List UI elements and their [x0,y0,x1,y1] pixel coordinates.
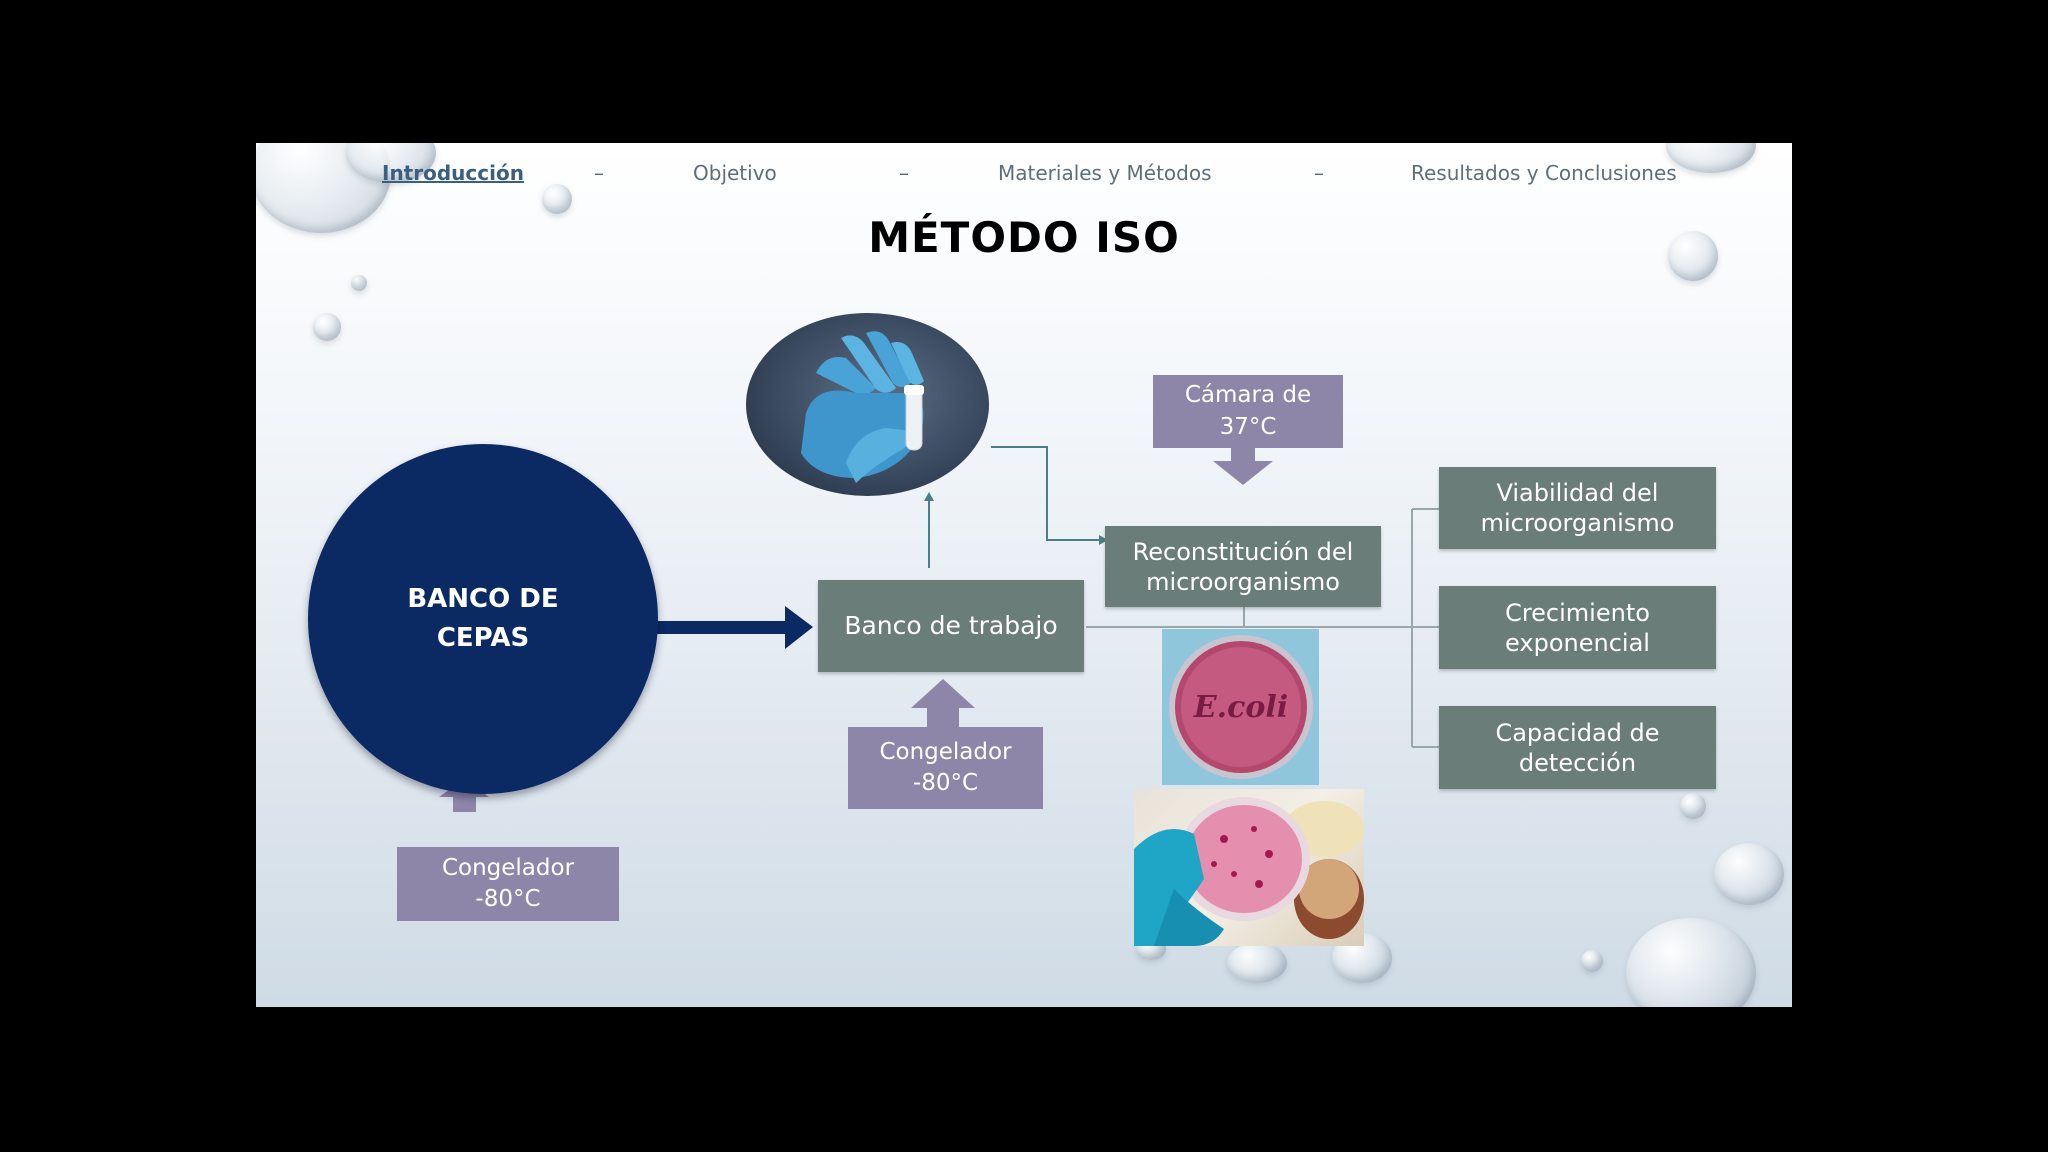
presentation-slide: Introducción – Objetivo – Materiales y M… [256,143,1792,1007]
water-drop-decoration [351,275,367,291]
water-drop-decoration [1227,943,1287,983]
nav-resultados-conclusiones[interactable]: Resultados y Conclusiones [1411,161,1677,185]
hand-petri-icon [1134,797,1364,946]
outcome-label-detection: Capacidad de detección [1495,718,1660,777]
nav-separator: – [899,161,909,185]
gloved-hand-petri-photo [1134,789,1364,946]
water-drop-decoration [1581,950,1603,972]
arrow-freezer-to-circle [439,779,489,812]
nav-separator: – [1314,161,1324,185]
strain-bank-label: BANCO DE CEPAS [407,584,559,653]
outcome-box-growth: Crecimiento exponencial [1439,586,1716,669]
water-drop-decoration [1626,918,1756,1007]
arrow-vial-to-reconstitution [991,446,1102,541]
nav-materiales-metodos[interactable]: Materiales y Métodos [998,161,1212,185]
slide-title: MÉTODO ISO [868,213,1180,262]
outcome-box-viability: Viabilidad del microorganismo [1439,467,1716,549]
outcome-label-viability: Viabilidad del microorganismo [1480,479,1675,537]
water-drop-decoration [1668,231,1718,281]
chamber-label: Cámara de 37°C [1184,382,1312,440]
gloved-hand-vial-photo [746,313,989,496]
ecoli-petri-dish-photo: E.coli [1162,629,1319,785]
nav-separator: – [594,161,604,185]
arrowhead-circle-to-workbench [785,606,813,649]
arrow-chamber-to-reconstitution [1213,448,1273,485]
arrowhead-vial-to-reconstitution [1099,535,1108,545]
gloved-hand-vial-icon [801,331,924,483]
freezer-box-middle: Congelador -80°C [848,727,1043,809]
diagram-connectors [439,446,1439,812]
nav-introduccion[interactable]: Introducción [382,161,524,185]
outcome-box-detection: Capacidad de detección [1439,706,1716,789]
water-drop-decoration [1714,843,1784,905]
petri-dish-icon: E.coli [1169,635,1313,779]
arrowhead-workbench-to-vial [924,492,934,501]
nav-objetivo[interactable]: Objetivo [693,161,777,185]
strain-bank-circle: BANCO DE CEPAS [308,444,658,794]
outcome-label-growth: Crecimiento exponencial [1505,598,1650,657]
freezer-box-left: Congelador -80°C [397,847,619,921]
water-drop-decoration [542,184,572,214]
reconstitution-box: Reconstitución del microorganismo [1105,526,1381,607]
reconstitution-label: Reconstitución del microorganismo [1132,537,1354,596]
freezer-label-left: Congelador -80°C [441,854,575,912]
work-bank-label: Banco de trabajo [844,611,1058,641]
chamber-box: Cámara de 37°C [1153,375,1343,448]
arrow-circle-to-workbench [656,621,790,634]
water-drop-decoration [313,313,341,341]
freezer-label-middle: Congelador -80°C [879,738,1012,796]
petri-dish-label: E.coli [1193,690,1288,725]
arrow-freezer-to-workbench [911,679,975,727]
work-bank-box: Banco de trabajo [818,580,1084,672]
water-drop-decoration [1680,793,1706,819]
